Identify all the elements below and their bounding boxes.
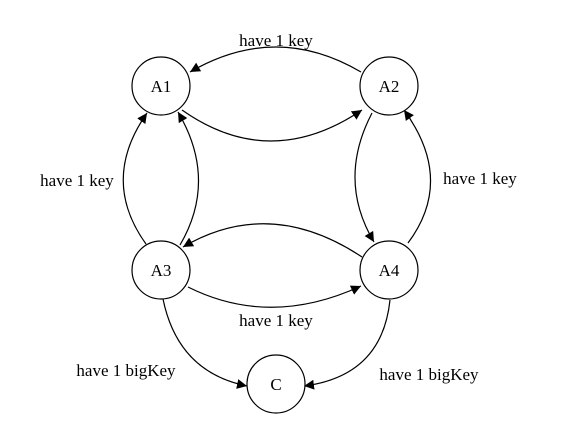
edge-a4-to-a2 (403, 109, 432, 244)
node-label-a1: A1 (151, 77, 172, 96)
edge-a3-to-a1-outer (122, 112, 148, 245)
edge-a3-to-c (162, 298, 248, 389)
node-c: C (246, 354, 306, 414)
edge-a2-to-a4 (354, 112, 375, 243)
edge-a4-to-a3 (182, 223, 363, 258)
node-a2: A2 (359, 56, 419, 116)
node-a1: A1 (131, 56, 191, 116)
edge-a3-to-a1-inner (177, 111, 200, 246)
edge-a1-to-a2 (181, 109, 363, 142)
node-label-c: C (270, 375, 281, 394)
node-a4: A4 (359, 240, 419, 300)
node-a3: A3 (131, 240, 191, 300)
edge-label-a4-to-c: have 1 bigKey (379, 365, 479, 384)
edge-label-top: have 1 key (239, 31, 313, 50)
node-label-a4: A4 (379, 261, 400, 280)
node-label-a3: A3 (151, 261, 172, 280)
edge-a4-to-c (303, 299, 391, 390)
edge-a3-to-a4 (187, 285, 362, 308)
edge-a2-to-a1 (189, 46, 362, 73)
edge-label-left: have 1 key (40, 171, 114, 190)
edge-label-bottom: have 1 key (239, 311, 313, 330)
edge-label-a3-to-c: have 1 bigKey (76, 361, 176, 380)
edge-label-right: have 1 key (443, 169, 517, 188)
node-label-a2: A2 (379, 77, 400, 96)
